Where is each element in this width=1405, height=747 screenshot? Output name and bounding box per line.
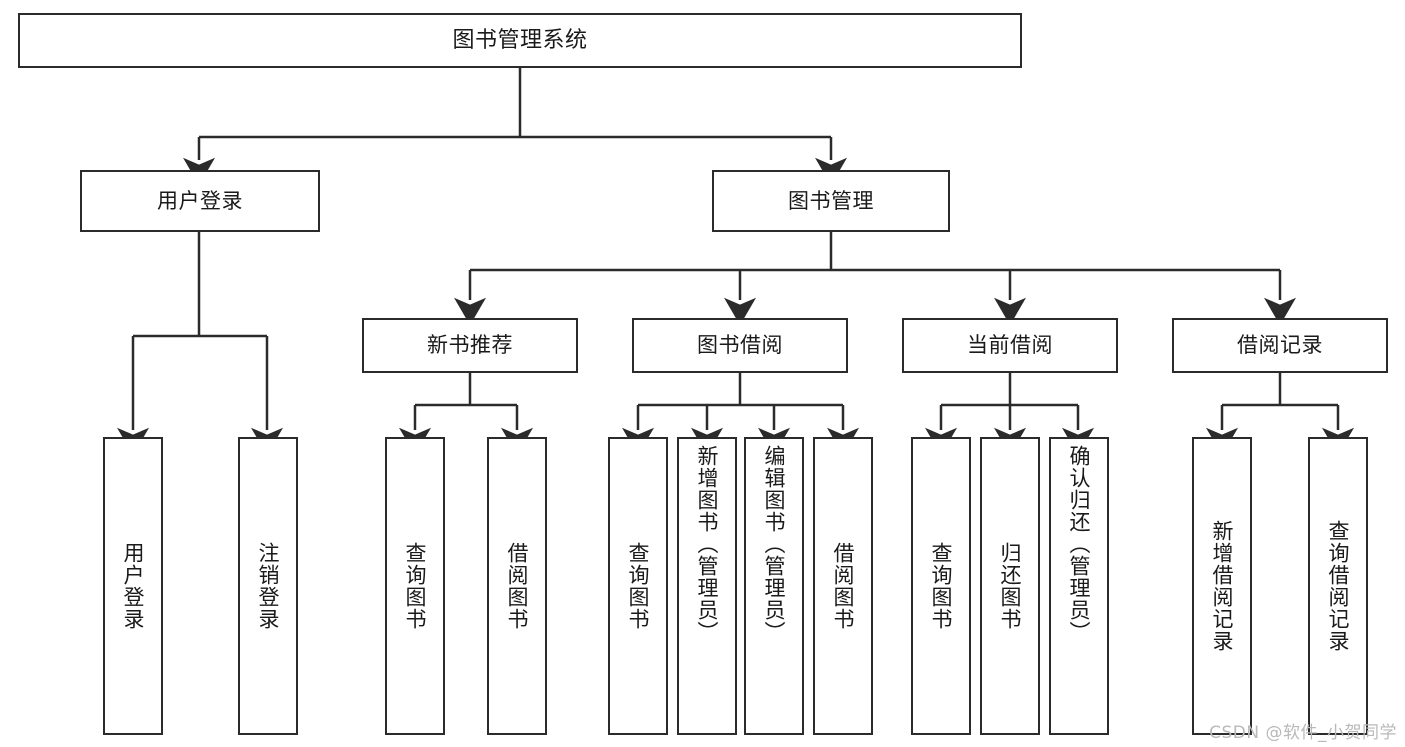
leaf-return-book[interactable]: 归还图书 [980, 437, 1040, 735]
leaf-query-borrow-record[interactable]: 查询借阅记录 [1308, 437, 1368, 735]
node-label: 归还图书 [998, 542, 1023, 630]
leaf-query-book-current[interactable]: 查询图书 [911, 437, 971, 735]
node-label: 图书管理系统 [452, 27, 588, 53]
leaf-user-login[interactable]: 用户登录 [103, 437, 163, 735]
node-label: 查询图书 [626, 542, 651, 630]
node-book-management[interactable]: 图书管理 [712, 170, 950, 232]
node-label: 编辑图书（管理员） [762, 445, 787, 643]
node-label: 新书推荐 [427, 333, 513, 358]
leaf-confirm-return-admin[interactable]: 确认归还（管理员） [1049, 437, 1109, 735]
node-user-login[interactable]: 用户登录 [80, 170, 320, 232]
node-borrow-record[interactable]: 借阅记录 [1172, 318, 1388, 373]
leaf-add-borrow-record[interactable]: 新增借阅记录 [1192, 437, 1252, 735]
node-label: 注销登录 [256, 542, 281, 630]
node-new-book-recommend[interactable]: 新书推荐 [362, 318, 578, 373]
leaf-add-book-admin[interactable]: 新增图书（管理员） [677, 437, 737, 735]
node-label: 借阅图书 [505, 542, 530, 630]
leaf-edit-book-admin[interactable]: 编辑图书（管理员） [744, 437, 804, 735]
node-root-system[interactable]: 图书管理系统 [18, 13, 1022, 68]
node-book-borrow[interactable]: 图书借阅 [632, 318, 848, 373]
node-label: 当前借阅 [967, 333, 1053, 358]
leaf-query-book-recommend[interactable]: 查询图书 [385, 437, 445, 735]
node-label: 新增借阅记录 [1210, 520, 1235, 652]
node-label: 用户登录 [157, 188, 243, 213]
node-label: 借阅图书 [831, 542, 856, 630]
node-label: 用户登录 [121, 542, 146, 630]
node-label: 图书借阅 [697, 333, 783, 358]
node-label: 查询借阅记录 [1326, 520, 1351, 652]
node-current-borrow[interactable]: 当前借阅 [902, 318, 1118, 373]
leaf-query-book-borrow[interactable]: 查询图书 [608, 437, 668, 735]
node-label: 查询图书 [929, 542, 954, 630]
node-label: 查询图书 [403, 542, 428, 630]
node-label: 确认归还（管理员） [1067, 445, 1092, 643]
node-label: 借阅记录 [1237, 333, 1323, 358]
node-label: 图书管理 [788, 188, 874, 213]
leaf-logout[interactable]: 注销登录 [238, 437, 298, 735]
csdn-watermark: CSDN @软件_小贺同学 [1209, 723, 1397, 743]
leaf-borrow-book-recommend[interactable]: 借阅图书 [487, 437, 547, 735]
node-label: 新增图书（管理员） [695, 445, 720, 643]
leaf-borrow-book[interactable]: 借阅图书 [813, 437, 873, 735]
